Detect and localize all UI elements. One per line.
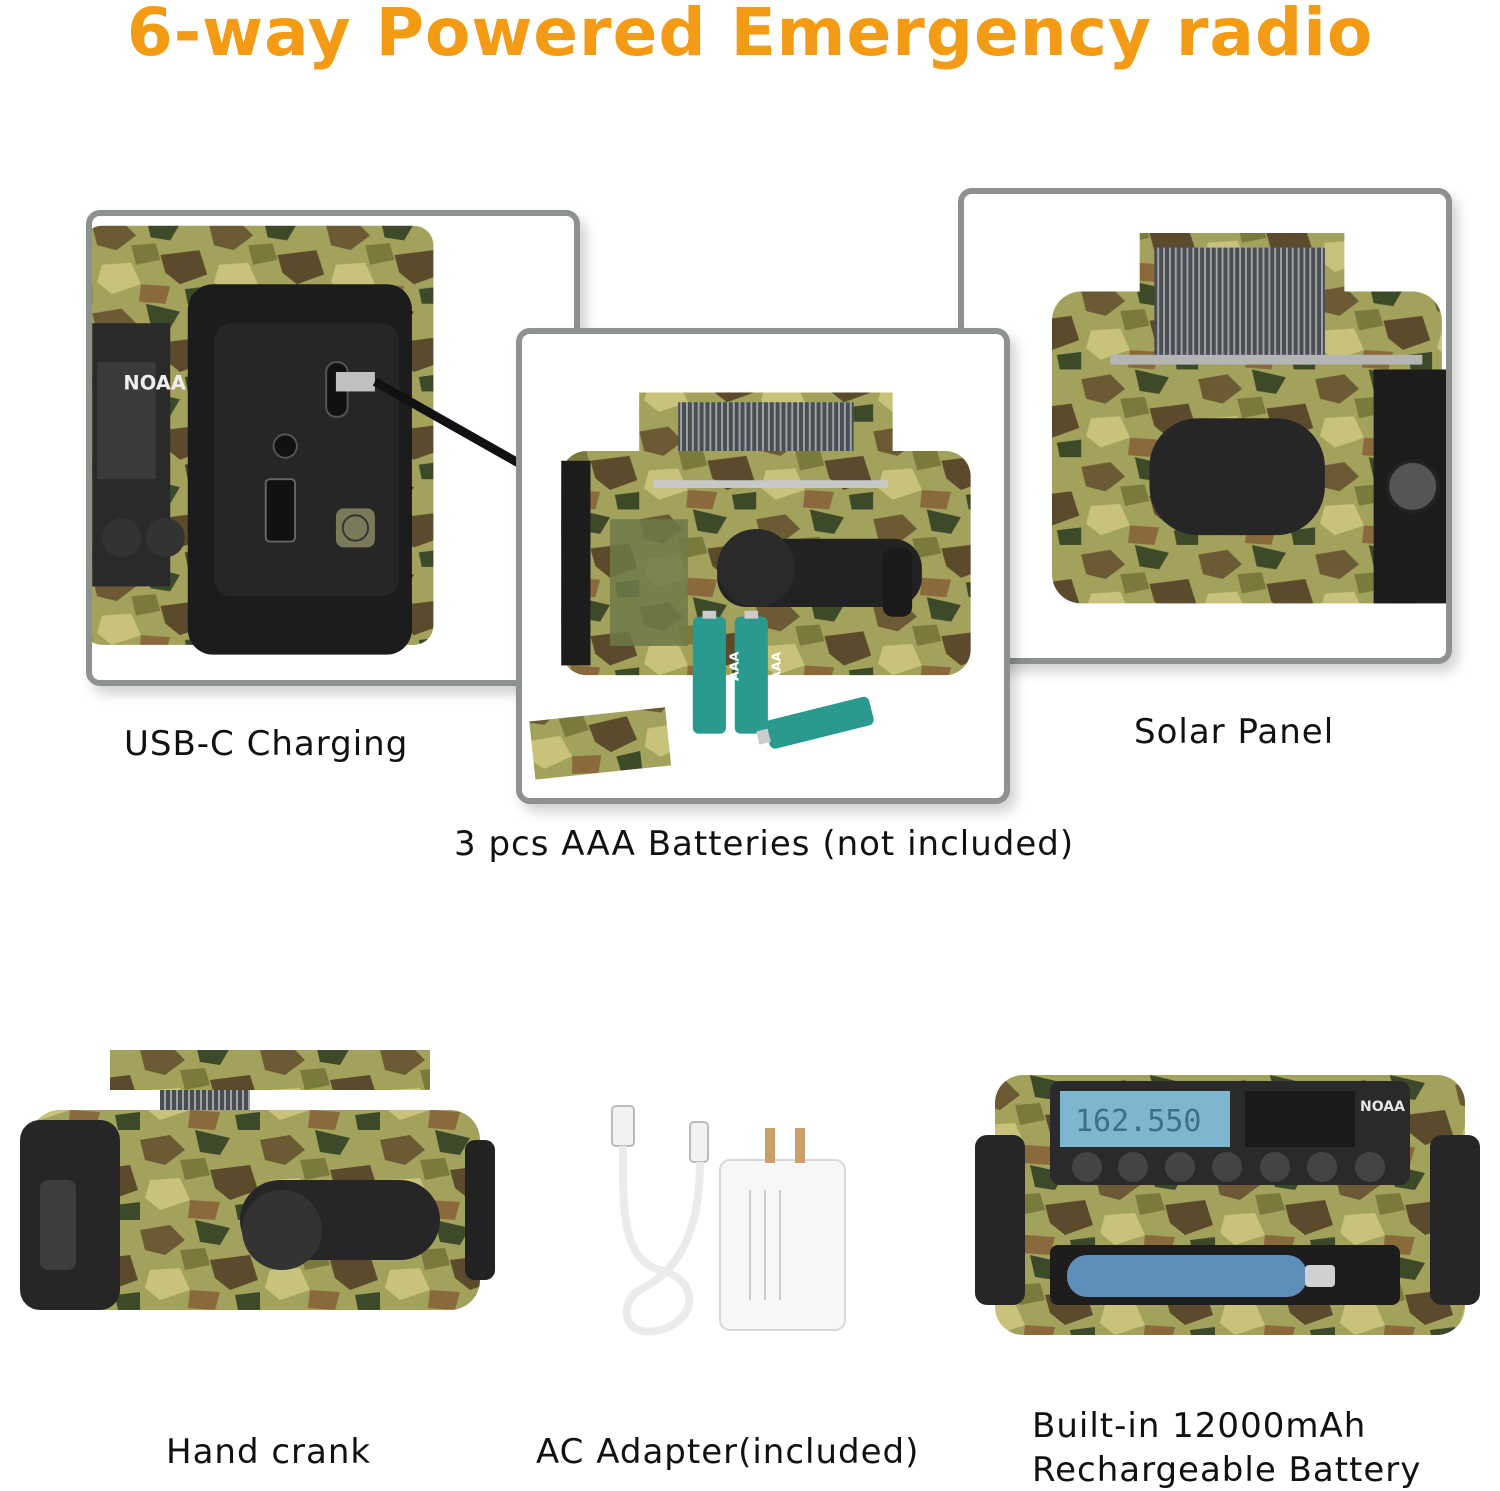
- aaa-battery-2: [734, 610, 768, 734]
- svg-text:NOAA: NOAA: [123, 372, 186, 395]
- solar-caption: Solar Panel: [1134, 712, 1335, 752]
- usb-c-frame: NOAA: [86, 210, 580, 686]
- batteries-caption: 3 pcs AAA Batteries (not included): [454, 824, 1075, 864]
- solar-radio-illustration: [964, 194, 1446, 658]
- noaa-logo: NOAA: [1360, 1099, 1405, 1115]
- radio-display-reading: 162.550: [1075, 1104, 1201, 1139]
- rechargeable-photo: 162.550 NOAA: [975, 1075, 1480, 1340]
- hand-crank-illustration: [20, 1050, 495, 1310]
- solar-frame: [958, 188, 1452, 664]
- usb-c-caption: USB-C Charging: [124, 724, 409, 764]
- rechargeable-caption-line1: Built-in 12000mAh: [1032, 1406, 1367, 1446]
- rechargeable-caption-line2: Rechargeable Battery: [1032, 1450, 1422, 1490]
- ac-adapter-caption: AC Adapter(included): [536, 1432, 920, 1472]
- rechargeable-radio-illustration: 162.550 NOAA: [975, 1075, 1480, 1335]
- page-headline: 6-way Powered Emergency radio: [126, 0, 1374, 71]
- battery-label-1: AAA: [727, 651, 742, 681]
- aaa-battery-3: [756, 696, 874, 749]
- battery-label-2: AAA: [769, 651, 784, 681]
- aaa-battery-1: [692, 610, 726, 734]
- hand-crank-photo: [20, 1040, 500, 1320]
- batteries-frame: AAA AAA: [516, 328, 1010, 804]
- batteries-radio-illustration: AAA AAA: [522, 334, 1004, 798]
- hand-crank-caption: Hand crank: [166, 1432, 372, 1472]
- usb-c-radio-illustration: NOAA: [92, 216, 574, 680]
- ac-adapter-photo: [590, 1100, 870, 1340]
- ac-adapter-illustration: [611, 1105, 846, 1336]
